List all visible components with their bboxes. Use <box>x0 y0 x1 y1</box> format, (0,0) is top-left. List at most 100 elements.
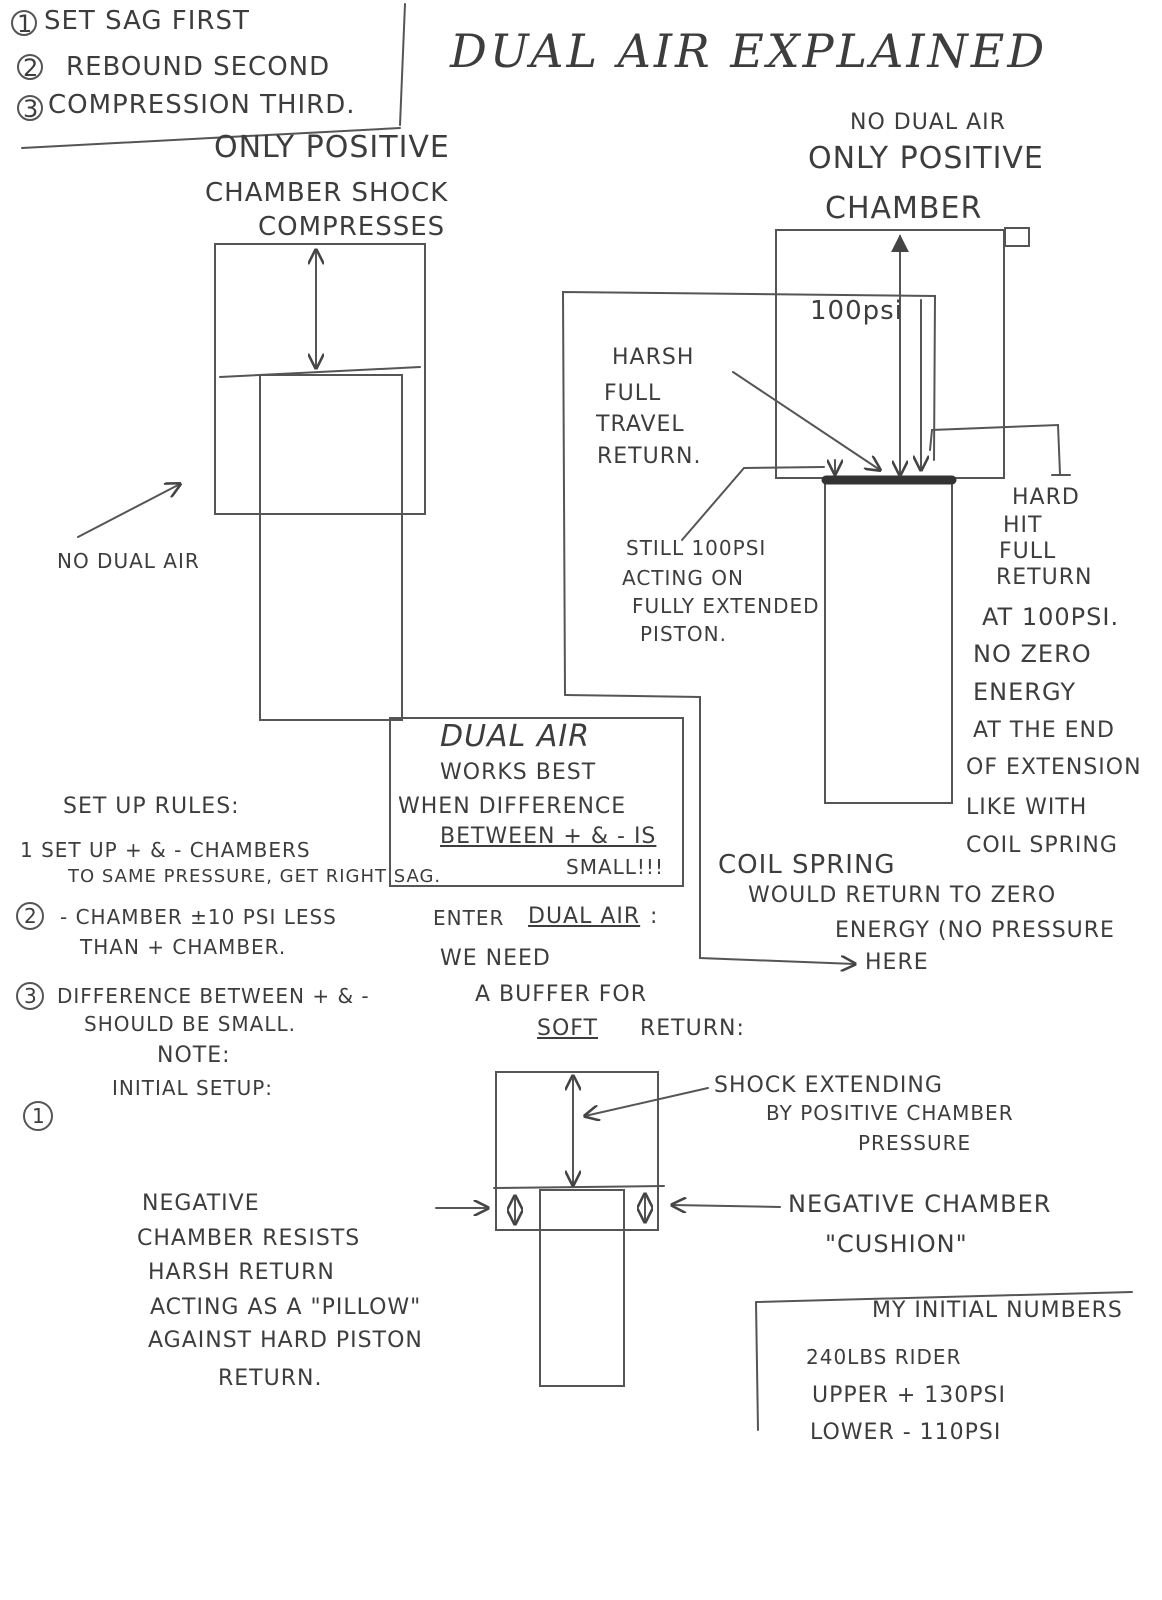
enter-word: ENTER <box>433 906 505 930</box>
coil-line-3: ENERGY (NO PRESSURE <box>835 918 1115 943</box>
right-caption-line-2: ONLY POSITIVE <box>808 141 1044 176</box>
left-caption-line-2: CHAMBER SHOCK <box>205 178 449 208</box>
enter-colon: : <box>650 904 659 929</box>
hard-line-10: LIKE WITH <box>966 795 1088 820</box>
neg-right-line-2: "CUSHION" <box>825 1230 968 1258</box>
note-label: NOTE: <box>157 1043 231 1068</box>
hard-line-9: OF EXTENSION <box>966 755 1142 780</box>
coil-line-4: HERE <box>865 950 929 975</box>
need-line-1: WE NEED <box>440 946 551 971</box>
hard-line-6: NO ZERO <box>973 640 1092 668</box>
right-valve <box>1004 227 1030 247</box>
setup-heading: SET UP RULES: <box>63 794 240 819</box>
step-1-num: 1 <box>17 10 34 38</box>
note-1-num: 1 <box>32 1104 46 1128</box>
numbers-rider: 240LBS RIDER <box>806 1345 962 1369</box>
extending-line-3: PRESSURE <box>858 1131 972 1155</box>
harsh-line-1: HARSH <box>612 345 695 370</box>
dual-air-box-title: DUAL AIR <box>440 719 591 754</box>
neg-right-line-1: NEGATIVE CHAMBER <box>788 1190 1052 1218</box>
left-caption-line-1: ONLY POSITIVE <box>214 130 450 165</box>
hard-line-7: ENERGY <box>973 678 1077 706</box>
note-initial-setup: INITIAL SETUP: <box>112 1076 274 1100</box>
rule-1-line-1: 1 SET UP + & - CHAMBERS <box>20 838 311 862</box>
step-3-num: 3 <box>23 95 40 123</box>
extending-line-2: BY POSITIVE CHAMBER <box>766 1101 1014 1125</box>
rule-3-circle <box>16 982 44 1010</box>
neg-left-line-3: HARSH RETURN <box>148 1260 335 1285</box>
bottom-shock-body <box>495 1071 659 1231</box>
left-no-dual-air-arrow <box>77 484 180 538</box>
right-shock-shaft <box>824 477 953 804</box>
step-3-circle <box>17 95 43 121</box>
coil-line-1: COIL SPRING <box>718 850 896 880</box>
hard-line-5: AT 100psi. <box>982 603 1120 631</box>
step-2-text: Rebound second <box>66 52 331 82</box>
neg-right-pointer <box>672 1205 781 1207</box>
harsh-arrow <box>732 371 880 470</box>
right-outer-line <box>564 694 855 964</box>
harsh-line-2: FULL <box>604 381 662 406</box>
step-2-num: 2 <box>23 54 40 82</box>
hard-line-11: COIL SPRING <box>966 833 1118 858</box>
steps-box-bottom <box>21 127 401 149</box>
rule-2-line-1: - CHAMBER ±10 psi LESS <box>60 905 337 929</box>
right-inner-chamber <box>561 290 937 696</box>
numbers-lower: LOWER - 110psi <box>810 1420 1002 1445</box>
rule-1-line-2: TO SAME PRESSURE, GET RIGHT SAG. <box>68 866 442 887</box>
enter-dual-air: DUAL AIR <box>528 904 641 929</box>
hard-line-3: FULL <box>999 539 1057 564</box>
still-arrow <box>681 466 825 541</box>
left-no-dual-air: NO DUAL AIR <box>57 549 200 573</box>
right-caption-line-1: NO DUAL AIR <box>850 110 1006 135</box>
harsh-line-3: TRAVEL <box>596 412 685 437</box>
coil-line-2: WOULD RETURN TO ZERO <box>748 883 1057 908</box>
hard-line-4: RETURN <box>996 565 1093 590</box>
soft-word: SOFT <box>537 1016 598 1041</box>
left-shock-piston-line <box>219 366 421 378</box>
neg-left-line-5: AGAINST HARD PISTON <box>148 1328 423 1353</box>
right-caption-line-3: CHAMBER <box>825 191 983 226</box>
left-shock-body <box>214 243 426 515</box>
harsh-line-4: RETURN. <box>597 444 702 469</box>
bottom-shock-shaft <box>539 1189 625 1387</box>
note-1-circle <box>23 1101 53 1131</box>
rule-3-line-2: SHOULD BE SMALL. <box>84 1012 297 1036</box>
steps-box-divider <box>399 3 406 126</box>
step-3-text: Compression third. <box>48 90 356 120</box>
dual-air-box-line-2: WORKS BEST <box>440 760 597 785</box>
bottom-extend-pointer <box>585 1087 709 1116</box>
dual-air-box-line-3: WHEN DIFFERENCE <box>398 794 627 819</box>
need-line-2: A BUFFER FOR <box>475 982 647 1007</box>
right-pressure: 100psi <box>810 296 903 326</box>
neg-left-line-2: CHAMBER RESISTS <box>137 1226 361 1251</box>
dual-air-box-line-5: SMALL!!! <box>566 855 664 879</box>
neg-left-line-4: ACTING AS A "PILLOW" <box>150 1295 422 1320</box>
right-shock-body <box>775 229 1005 479</box>
step-2-circle <box>17 54 43 80</box>
neg-left-line-1: NEGATIVE <box>142 1191 260 1216</box>
left-caption-line-3: COMPRESSES <box>258 212 446 242</box>
rule-3-num: 3 <box>24 984 38 1008</box>
dual-air-box-line-4: BETWEEN + & - IS <box>440 824 657 849</box>
still-line-4: PISTON. <box>640 622 727 646</box>
rule-2-circle <box>16 902 44 930</box>
bottom-piston-line <box>493 1185 665 1189</box>
rule-3-line-1: DIFFERENCE BETWEEN + & - <box>57 984 370 1008</box>
dual-air-box-outline <box>389 717 684 887</box>
extending-line-1: SHOCK EXTENDING <box>714 1073 943 1098</box>
hard-line-8: AT THE END <box>973 718 1115 743</box>
numbers-box-outline <box>755 1291 1133 1431</box>
return-word: RETURN: <box>640 1016 745 1041</box>
rule-2-num: 2 <box>24 904 38 928</box>
step-1-text: Set SAG FIRST <box>44 6 250 36</box>
still-line-1: STILL 100psi <box>626 536 767 560</box>
rule-2-line-2: THAN + CHAMBER. <box>80 935 287 959</box>
numbers-upper: UPPER + 130psi <box>812 1383 1006 1408</box>
hard-line-2: HIT <box>1003 513 1043 538</box>
step-1-circle <box>11 10 37 36</box>
hard-line-1: HARD <box>1012 485 1080 510</box>
page-title: Dual Air explained <box>450 24 1048 78</box>
numbers-heading: My INITIAL NUMBERS <box>872 1298 1123 1323</box>
